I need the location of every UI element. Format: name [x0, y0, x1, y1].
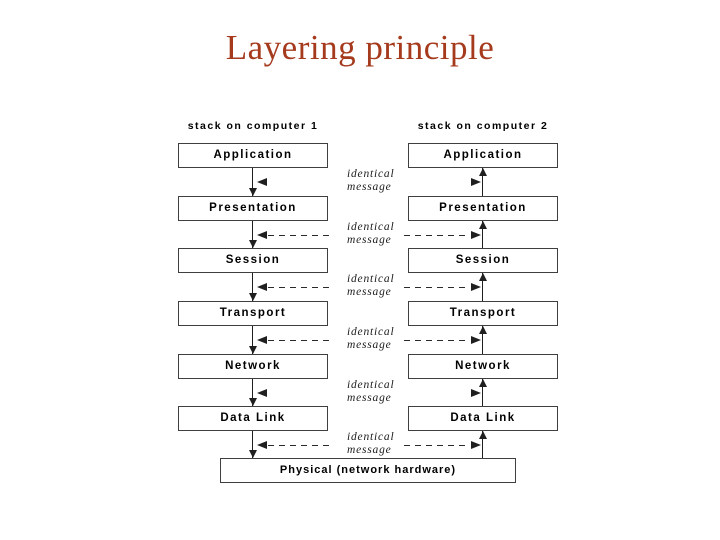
flow-arrow-down-icon: [249, 293, 257, 301]
layer-box-session-right: Session: [408, 248, 558, 273]
flow-line-left: [252, 379, 253, 406]
layer-box-network-right: Network: [408, 354, 558, 379]
layer-box-transport-right: Transport: [408, 301, 558, 326]
peer-dashed-line: [404, 287, 470, 288]
identical-message-line1: identical: [347, 221, 395, 233]
peer-arrow-left-icon: [257, 389, 267, 397]
peer-arrow-left-icon: [257, 283, 267, 291]
identical-message-line2: message: [347, 286, 392, 298]
flow-line-right: [482, 326, 483, 354]
flow-line-left: [252, 326, 253, 354]
layer-box-session-left: Session: [178, 248, 328, 273]
stack1-header: stack on computer 1: [187, 120, 319, 132]
flow-line-left: [252, 431, 253, 458]
layer-box-application-left: Application: [178, 143, 328, 168]
peer-arrow-left-icon: [257, 178, 267, 186]
flow-line-left: [252, 221, 253, 248]
flow-line-right: [482, 221, 483, 248]
layer-box-presentation-right: Presentation: [408, 196, 558, 221]
identical-message-line2: message: [347, 444, 392, 456]
physical-layer-box: Physical (network hardware): [220, 458, 516, 483]
slide-title: Layering principle: [225, 28, 495, 67]
stack2-header: stack on computer 2: [417, 120, 549, 132]
flow-line-right: [482, 168, 483, 196]
identical-message-line1: identical: [347, 326, 395, 338]
flow-line-right: [482, 379, 483, 406]
identical-message-line2: message: [347, 181, 392, 193]
peer-arrow-left-icon: [257, 336, 267, 344]
flow-arrow-down-icon: [249, 450, 257, 458]
peer-arrow-right-icon: [471, 441, 481, 449]
peer-dashed-line: [268, 445, 332, 446]
peer-arrow-right-icon: [471, 389, 481, 397]
flow-arrow-down-icon: [249, 398, 257, 406]
identical-message-line1: identical: [347, 168, 395, 180]
layer-box-presentation-left: Presentation: [178, 196, 328, 221]
identical-message-line1: identical: [347, 379, 395, 391]
flow-arrow-up-icon: [479, 273, 487, 281]
peer-dashed-line: [404, 340, 470, 341]
peer-arrow-right-icon: [471, 283, 481, 291]
peer-arrow-right-icon: [471, 231, 481, 239]
peer-arrow-right-icon: [471, 178, 481, 186]
peer-dashed-line: [268, 340, 332, 341]
layer-box-application-right: Application: [408, 143, 558, 168]
peer-arrow-left-icon: [257, 231, 267, 239]
flow-arrow-up-icon: [479, 326, 487, 334]
flow-line-right: [482, 273, 483, 301]
peer-dashed-line: [404, 235, 470, 236]
peer-dashed-line: [404, 445, 470, 446]
peer-arrow-right-icon: [471, 336, 481, 344]
layer-box-data-link-right: Data Link: [408, 406, 558, 431]
identical-message-line2: message: [347, 339, 392, 351]
flow-line-left: [252, 273, 253, 301]
layer-box-transport-left: Transport: [178, 301, 328, 326]
flow-arrow-up-icon: [479, 431, 487, 439]
identical-message-line1: identical: [347, 273, 395, 285]
flow-arrow-up-icon: [479, 168, 487, 176]
peer-arrow-left-icon: [257, 441, 267, 449]
flow-arrow-down-icon: [249, 346, 257, 354]
identical-message-line2: message: [347, 234, 392, 246]
flow-arrow-up-icon: [479, 221, 487, 229]
flow-arrow-down-icon: [249, 188, 257, 196]
identical-message-line1: identical: [347, 431, 395, 443]
flow-line-left: [252, 168, 253, 196]
peer-dashed-line: [268, 287, 332, 288]
flow-arrow-up-icon: [479, 379, 487, 387]
flow-line-right: [482, 431, 483, 458]
layer-box-network-left: Network: [178, 354, 328, 379]
peer-dashed-line: [268, 235, 332, 236]
layer-box-data-link-left: Data Link: [178, 406, 328, 431]
flow-arrow-down-icon: [249, 240, 257, 248]
identical-message-line2: message: [347, 392, 392, 404]
